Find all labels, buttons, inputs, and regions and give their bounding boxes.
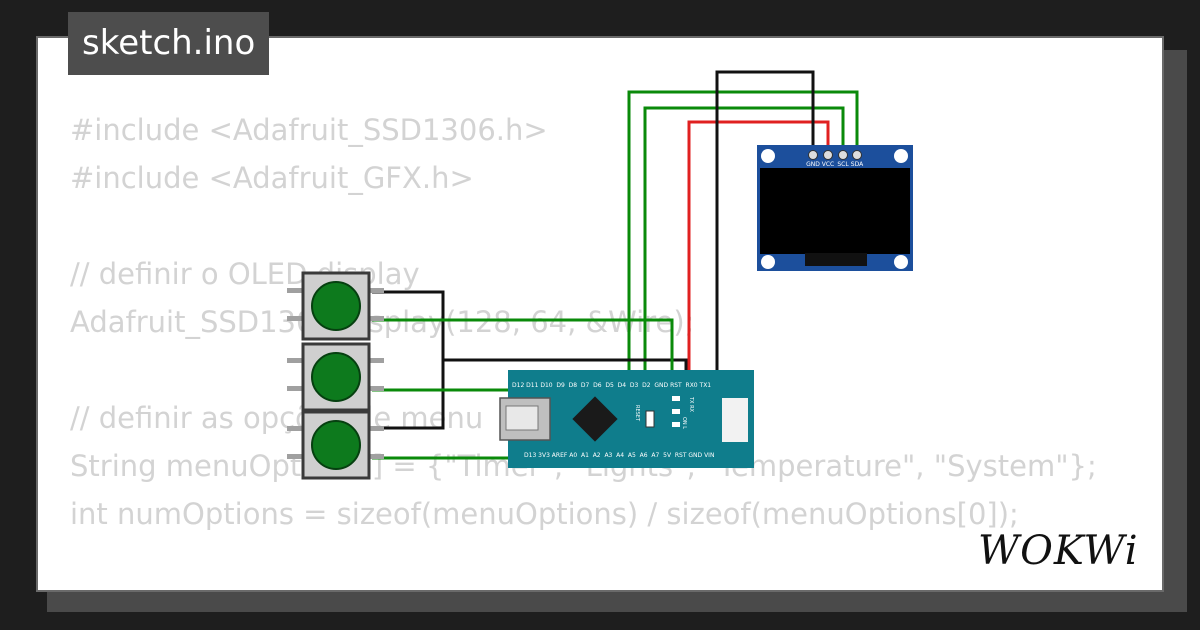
button-leg (287, 454, 305, 459)
oled-mount-hole (761, 149, 775, 163)
led (672, 396, 680, 401)
code-line: #include <Adafruit_GFX.h> (70, 161, 474, 195)
nano-top-pin-labels: D12 D11 D10 D9 D8 D7 D6 D5 D4 D3 D2 GND … (512, 382, 711, 389)
oled-pin-label: SCL (837, 161, 849, 168)
button-cap[interactable] (311, 281, 361, 331)
wire-gnd-oled (715, 70, 815, 460)
button-leg (287, 358, 305, 363)
oled-display[interactable]: GND VCC SCL SDA (757, 145, 913, 271)
oled-pin-label: VCC (822, 161, 834, 168)
oled-mount-hole (894, 255, 908, 269)
wires (372, 70, 859, 460)
wire-sda (627, 90, 859, 460)
button-leg (366, 454, 384, 459)
nano-reset-label: RESET (634, 405, 640, 422)
led (672, 409, 680, 414)
project-card[interactable]: #include <Adafruit_SSD1306.h> #include <A… (36, 36, 1164, 592)
pushbutton-1[interactable] (287, 271, 384, 341)
wire-scl (643, 106, 845, 460)
icsp-header (722, 398, 748, 442)
wire-gnd-buttons (372, 290, 688, 376)
button-cap[interactable] (311, 352, 361, 402)
oled-mount-hole (894, 149, 908, 163)
wire-gnd-btn3 (372, 360, 445, 430)
oled-pin[interactable] (808, 150, 818, 160)
reset-button[interactable] (645, 410, 655, 428)
oled-pin[interactable] (823, 150, 833, 160)
oled-ribbon (805, 253, 867, 266)
oled-pin-label: SDA (851, 161, 864, 168)
code-line: int numOptions = sizeof(menuOptions) / s… (70, 497, 1019, 531)
wire-btn1 (372, 318, 674, 376)
pushbutton-2[interactable] (287, 342, 384, 412)
oled-pin[interactable] (838, 150, 848, 160)
code-line: #include <Adafruit_SSD1306.h> (70, 113, 548, 147)
oled-pin[interactable] (852, 150, 862, 160)
oled-pin-label: GND (806, 161, 820, 168)
button-leg (366, 288, 384, 293)
wokwi-logo: WOKWi (978, 528, 1139, 574)
code-line: // definir as opções de menu (70, 401, 484, 435)
button-leg (366, 358, 384, 363)
led (672, 422, 680, 427)
usb-connector-icon (499, 397, 551, 441)
button-leg (287, 386, 305, 391)
button-leg (366, 386, 384, 391)
oled-screen (760, 168, 910, 254)
nano-bottom-pin-labels: D13 3V3 AREF A0 A1 A2 A3 A4 A5 A6 A7 5V … (524, 452, 714, 459)
nano-txrx-label: TX RX (688, 396, 694, 413)
button-leg (287, 288, 305, 293)
button-cap[interactable] (311, 420, 361, 470)
pushbutton-3[interactable] (287, 410, 384, 480)
button-leg (287, 426, 305, 431)
button-leg (366, 316, 384, 321)
button-leg (287, 316, 305, 321)
code-line: Adafruit_SSD1306 display(128, 64, &Wire)… (70, 305, 695, 339)
nano-onl-label: ON L (681, 417, 687, 429)
arduino-nano[interactable]: D12 D11 D10 D9 D8 D7 D6 D5 D4 D3 D2 GND … (499, 370, 754, 468)
wire-vcc (687, 120, 830, 460)
file-title: sketch.ino (68, 12, 270, 75)
oled-mount-hole (761, 255, 775, 269)
button-leg (366, 426, 384, 431)
